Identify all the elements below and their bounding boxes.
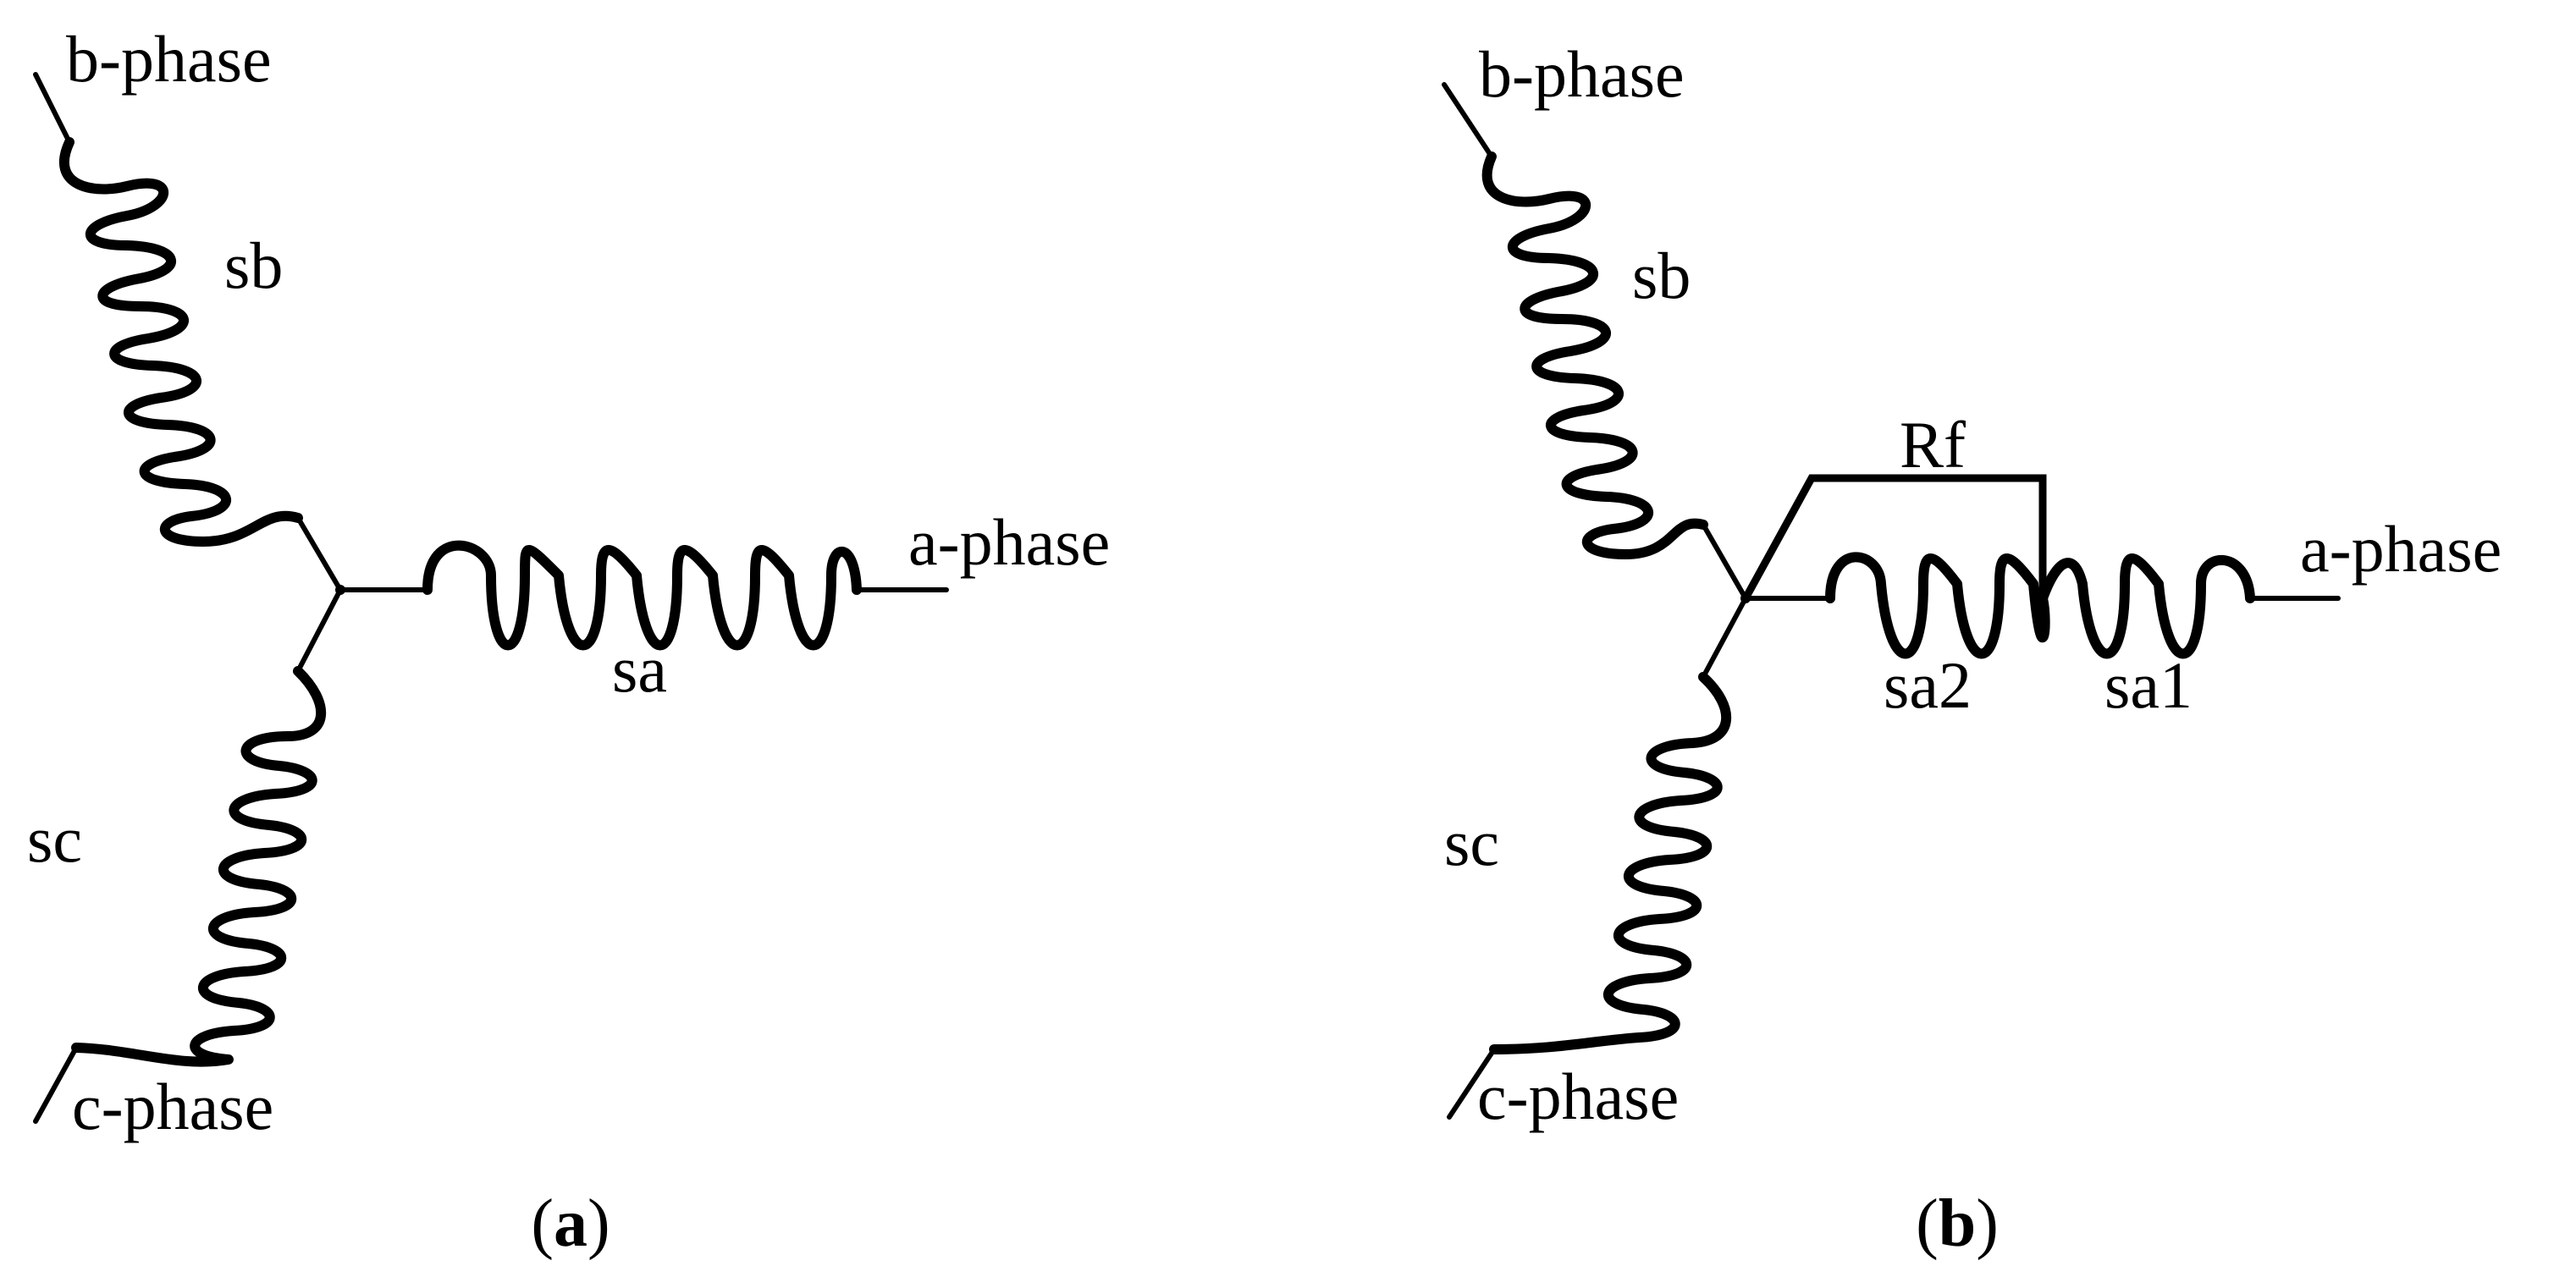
neutral-point [335, 585, 345, 595]
sb-coil [59, 137, 303, 547]
sb-label-a: sb [224, 228, 283, 302]
b-phase-lead [33, 72, 72, 145]
c-phase-label-a: c-phase [72, 1070, 273, 1143]
sa1-label: sa1 [2104, 648, 2193, 722]
neutral-to-sc-wire-b [1701, 596, 1748, 680]
caption-b: (b) [1916, 1186, 1999, 1261]
a-phase-label-a: a-phase [908, 505, 1110, 579]
rf-fault-path [1742, 474, 2047, 601]
sa-label-a: sa [612, 632, 667, 706]
c-phase-lead [33, 1045, 79, 1124]
a-phase-label-b: a-phase [2300, 512, 2502, 586]
sb-coil-b [1481, 151, 1708, 559]
panel-a-wires [33, 72, 949, 1124]
rf-label: Rf [1900, 408, 1966, 482]
panel-b: b-phase sb Rf a-phase sa2 sa1 sc c-phase… [1442, 37, 2502, 1261]
caption-a: (a) [531, 1186, 610, 1261]
sc-label-b: sc [1444, 806, 1499, 879]
sc-coil-b [1489, 672, 1731, 1054]
sa2-coil [1825, 552, 2050, 659]
sa2-label: sa2 [1884, 648, 1972, 722]
c-phase-label-b: c-phase [1477, 1060, 1679, 1133]
sb-to-neutral-wire [295, 515, 430, 592]
sa1-coil [2038, 553, 2255, 659]
sc-label-a: sc [27, 802, 82, 876]
b-phase-label-b: b-phase [1479, 37, 1685, 111]
c-phase-lead-b [1447, 1047, 1497, 1120]
sa-coil [422, 540, 862, 651]
b-phase-lead-b [1442, 82, 1494, 159]
b-phase-label-a: b-phase [66, 22, 272, 96]
sc-coil [71, 666, 326, 1067]
panel-a: b-phase sb a-phase sa sc c-phase (a) [27, 22, 1110, 1261]
neutral-to-sc-wire [295, 587, 343, 674]
sb-label-b: sb [1632, 239, 1691, 312]
